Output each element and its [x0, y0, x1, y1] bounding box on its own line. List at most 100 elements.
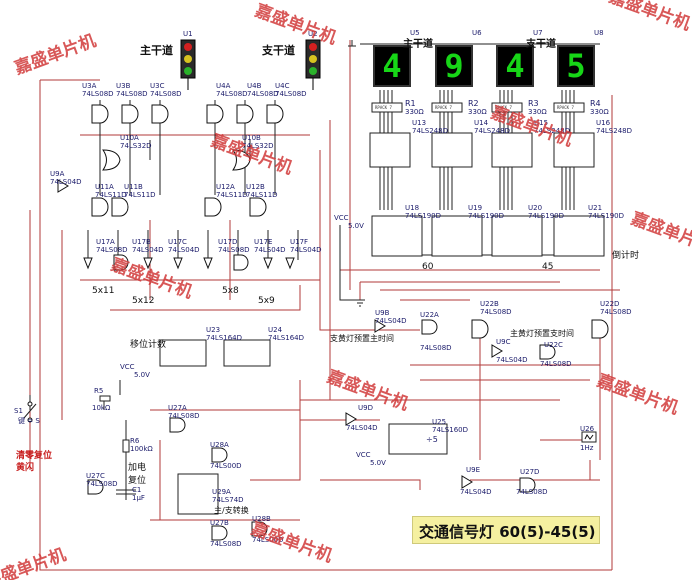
gate-u27d-part: 74LS08D: [516, 488, 548, 496]
note-branch-yellow-preset: 支黄灯预置主时间: [330, 334, 394, 343]
note-main-branch-switch: 主/支转换: [214, 506, 249, 515]
traffic-light-u1-ref: U1: [183, 30, 193, 38]
note-countdown: 倒计时: [612, 251, 640, 261]
gate-u28b-part: 74LS00D: [252, 536, 284, 544]
note-divide-5: ÷5: [426, 435, 438, 444]
gate-u9d-part: 74LS04D: [346, 424, 378, 432]
note-yellow-flash: 黄闪: [16, 463, 35, 473]
gate-u28b-ref: U28B: [252, 515, 271, 523]
traffic-light-u1-label: 主干道: [140, 44, 173, 57]
traffic-light-u1-symbol: [180, 39, 196, 90]
gate-u22a-ref: U22A: [420, 311, 439, 319]
gate-u22c-ref: U22C: [544, 341, 563, 349]
switch-s1-key: 键 = S: [18, 417, 40, 425]
rpack-r2-type: RPACK 7: [435, 105, 452, 110]
rpack-r4-type: RPACK 7: [557, 105, 574, 110]
note-45: 45: [542, 262, 554, 272]
note-60: 60: [422, 262, 434, 272]
gate-u22a-part: 74LS08D: [420, 344, 452, 352]
clock-u26-value: 1Hz: [580, 444, 594, 452]
note-main-yellow-preset: 主黄灯预置支时间: [510, 329, 574, 338]
note-5x12: 5x12: [132, 296, 155, 306]
display-u7-ref: U7: [533, 29, 543, 37]
gate-u27b-ref: U27B: [210, 519, 229, 527]
gate-u9e-part: 74LS04D: [460, 488, 492, 496]
rpack-r3-type: RPACK 7: [495, 105, 512, 110]
gate-u27b-part: 74LS08D: [210, 540, 242, 548]
display-u8: 5: [557, 45, 595, 87]
gate-u22c-part: 74LS08D: [540, 360, 572, 368]
gate-u9d-ref: U9D: [358, 404, 373, 412]
note-5x11: 5x11: [92, 286, 115, 296]
display-u5: 4: [373, 45, 411, 87]
traffic-light-u2-symbol: [305, 39, 321, 90]
note-clear-reset: 清零复位: [16, 451, 53, 461]
traffic-light-u2-label: 支干道: [262, 44, 295, 57]
gate-u9c-ref: U9C: [496, 338, 511, 346]
note-shift-counter: 移位计数: [130, 340, 167, 350]
title: 交通信号灯 60(5)-45(5): [419, 523, 596, 541]
note-5x8: 5x8: [222, 286, 239, 296]
note-power-on-reset: 加电 复位: [128, 463, 147, 486]
display-u5-ref: U5: [410, 29, 420, 37]
display-u6-ref: U6: [472, 29, 482, 37]
display-branch-road-label: 支干道: [526, 39, 556, 50]
gate-u28a-ref: U28A: [210, 441, 229, 449]
gate-u9e-ref: U9E: [466, 466, 480, 474]
resistor-r5-value: 10kΩ: [92, 404, 111, 412]
rpack-r1-type: RPACK 7: [375, 105, 392, 110]
resistor-r5-ref: R5: [94, 387, 104, 395]
clock-u26-ref: U26: [580, 425, 595, 433]
note-5x9: 5x9: [258, 296, 275, 306]
gate-u28a-part: 74LS00D: [210, 462, 242, 470]
title-box: 交通信号灯 60(5)-45(5): [412, 516, 600, 544]
display-main-road-label: 主干道: [403, 39, 433, 50]
switch-s1-ref: S1: [14, 407, 23, 415]
gate-u27d-ref: U27D: [520, 468, 540, 476]
